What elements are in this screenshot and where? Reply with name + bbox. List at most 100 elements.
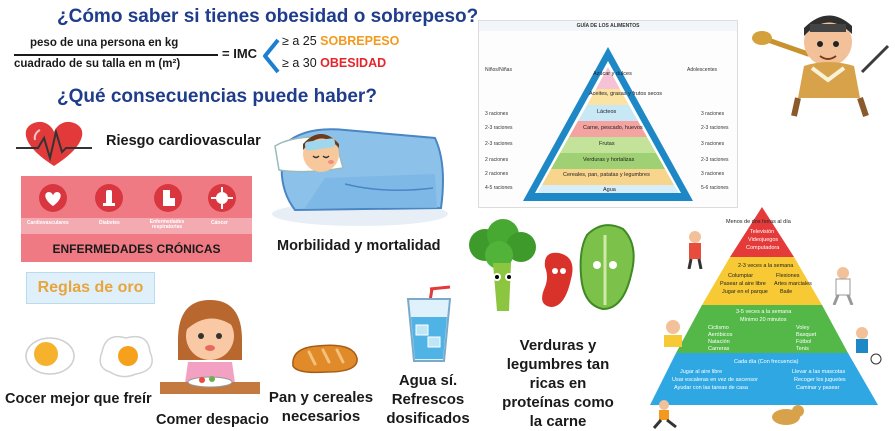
scout-boy-illustration	[752, 15, 890, 117]
activity-level3-title: 3-5 veces a la semana	[736, 309, 792, 315]
karate-kid-icon	[832, 267, 854, 305]
rule-eat-slowly: Comer despacio	[156, 412, 269, 428]
activity-tennis: Tenis	[796, 346, 809, 352]
right-portion-4: 2-3 raciones	[701, 157, 729, 163]
activity-pick-toys: Recoger los juguetes	[794, 377, 846, 383]
obesity-row: ≥ a 30 OBESIDAD	[282, 56, 386, 70]
cancer-cell-icon	[208, 184, 236, 212]
overweight-threshold: ≥ a 25	[282, 34, 317, 48]
right-portion-6: 5-6 raciones	[701, 185, 729, 191]
activity-chores: Ayudar con las tareas de casa	[674, 385, 748, 391]
right-group-header: Adolescentes	[687, 67, 718, 73]
girl-eating-illustration	[160, 300, 260, 394]
disease-cardiovasculares: Cardiovasculares	[27, 220, 69, 226]
level-vegetables: Verduras y hortalizas	[583, 157, 635, 163]
right-portion-3: 3 raciones	[701, 141, 725, 147]
activity-tv: Televisión	[750, 229, 775, 235]
activity-videogames: Videojuegos	[748, 237, 779, 243]
kid-figure-icon	[687, 231, 703, 269]
activity-swing: Columpiar	[728, 273, 754, 279]
lettuce-icon	[579, 224, 635, 311]
activity-martial-arts: Artes marciales	[774, 281, 812, 287]
heart-ekg-icon	[16, 121, 92, 166]
left-portion-2: 2-3 raciones	[485, 125, 513, 131]
left-portion-4: 2 raciones	[485, 157, 509, 163]
activity-dance: Baile	[780, 289, 793, 295]
activity-park: Jugar en el parque	[722, 289, 768, 295]
overweight-label: SOBREPESO	[320, 34, 400, 48]
activity-base-title: Cada día (Con frecuencia)	[734, 359, 799, 365]
rule-vegetables: Verduras y legumbres tan ricas en proteí…	[502, 337, 614, 430]
eggs-illustration	[25, 335, 153, 378]
swimmer-icon	[664, 320, 682, 347]
morbidity-text: Morbilidad y mortalidad	[277, 238, 441, 254]
activity-basket: Basquet	[796, 332, 817, 338]
activity-pushups: Flexiones	[776, 273, 800, 279]
activity-pyramid-panel: Menos de dos horas al día Televisión Vid…	[650, 205, 895, 430]
heart-disease-icon	[39, 184, 67, 212]
left-portion-6: 4-5 raciones	[485, 185, 513, 191]
food-pyramid-graphic	[523, 47, 693, 201]
chronic-diseases-banner: Cardiovasculares Diabetes Enfermedades r…	[21, 176, 252, 262]
left-portion-5: 2 raciones	[485, 171, 509, 177]
question-consequences: ¿Qué consecuencias puede haber?	[57, 86, 377, 107]
right-portion-1: 3 raciones	[701, 111, 725, 117]
golden-rules-box: Reglas de oro	[26, 272, 155, 304]
activity-stairs: Usar escaleras en vez de ascensor	[672, 377, 758, 383]
vegetables-illustration	[469, 219, 635, 311]
banner-band	[21, 218, 252, 234]
left-group-header: Niños/Niñas	[485, 67, 512, 73]
broccoli-icon	[469, 219, 536, 311]
level-fats: Aceites, grasas y frutos secos	[589, 91, 663, 97]
cardio-risk-text: Riesgo cardiovascular	[106, 133, 261, 149]
left-portion-1: 3 raciones	[485, 111, 509, 117]
right-portion-2: 2-3 raciones	[701, 125, 729, 131]
activity-football: Fútbol	[796, 339, 812, 345]
diabetes-icon	[95, 184, 123, 212]
rule-bread: Pan y cereales necesarios	[268, 389, 374, 425]
disease-cancer: Cáncer	[211, 220, 228, 226]
overweight-row: ≥ a 25 SOBREPESO	[282, 34, 399, 48]
obesity-threshold: ≥ a 30	[282, 56, 317, 70]
activity-volley: Voley	[796, 325, 810, 331]
activity-min-20: Mínimo 20 minutos	[740, 317, 787, 323]
formula-denominator: cuadrado de su talla en m (m²)	[14, 58, 181, 70]
activity-walk-outdoors: Pasear al aire libre	[720, 281, 766, 287]
bean-icon	[542, 252, 573, 307]
activity-computer: Computadora	[746, 245, 780, 251]
running-kid-icon	[652, 400, 677, 429]
activity-swimming: Natación	[708, 339, 730, 345]
fraction-bar	[14, 54, 218, 56]
activity-running: Carreras	[708, 346, 730, 352]
level-dairy: Lácteos	[597, 109, 617, 115]
imc-label: = IMC	[222, 46, 258, 61]
bread-icon	[292, 344, 358, 374]
question-obesity: ¿Cómo saber si tienes obesidad o sobrepe…	[57, 6, 479, 27]
activity-aerobics: Aeróbicos	[708, 332, 733, 338]
activity-play-outdoors: Jugar al aire libre	[680, 369, 723, 375]
sick-child-illustration	[272, 128, 448, 226]
disease-diabetes: Diabetes	[99, 220, 120, 226]
bmi-formula: peso de una persona en kg cuadrado de su…	[12, 34, 402, 78]
formula-numerator: peso de una persona en kg	[30, 37, 179, 49]
level-cereals: Cereales, pan, patatas y legumbres	[563, 172, 650, 178]
level-water: Agua	[603, 187, 616, 193]
activity-pyramid-graphic	[650, 207, 878, 405]
activity-cycling: Ciclismo	[708, 325, 729, 331]
food-guide-title: GUÍA DE LOS ALIMENTOS	[576, 23, 640, 29]
left-portion-3: 2-3 raciones	[485, 141, 513, 147]
soccer-kid-icon	[856, 327, 882, 365]
rule-water: Agua sí. Refrescos dosificados	[386, 372, 470, 427]
disease-respiratorias: Enfermedades respiratorias	[149, 219, 185, 230]
water-glass-icon	[406, 285, 452, 362]
level-fruits: Frutas	[599, 141, 615, 147]
golden-rules-title: Reglas de oro	[37, 279, 144, 296]
chevron-bracket-icon	[263, 38, 280, 74]
level-sweets: Azúcar y dulces	[593, 71, 632, 77]
rule-boil: Cocer mejor que freír	[5, 391, 152, 407]
level-meat: Carne, pescado, huevos	[583, 125, 643, 131]
activity-level2-title: 2-3 veces a la semana	[738, 263, 794, 269]
inhaler-icon	[154, 184, 182, 212]
food-guide-panel: GUÍA DE LOS ALIMENTOS Niños/Niñas Adoles…	[478, 20, 738, 208]
obesity-label: OBESIDAD	[320, 56, 387, 70]
